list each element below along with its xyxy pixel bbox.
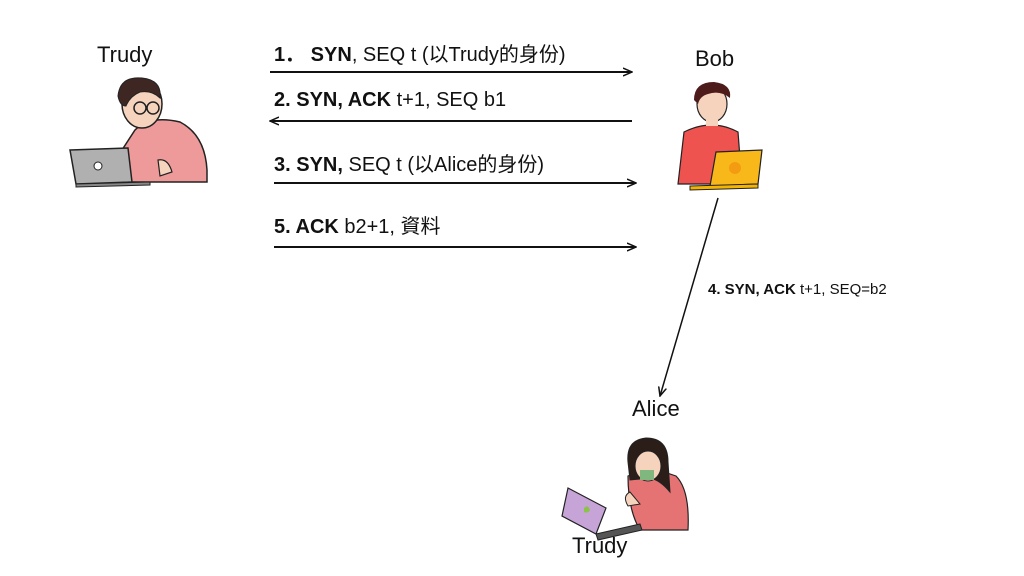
laptop-purple-icon xyxy=(561,487,643,541)
message-5: 5. ACK b2+1, 資料 xyxy=(274,210,441,239)
message-1: 1． SYN, SEQ t (以Trudy的身份) xyxy=(274,38,566,67)
message-4: 4. SYN, ACK t+1, SEQ=b2 xyxy=(708,281,887,298)
message-2-text: t+1, SEQ b1 xyxy=(391,89,507,111)
trudy-top-person xyxy=(117,77,208,183)
message-2: 2. SYN, ACK t+1, SEQ b1 xyxy=(274,89,506,112)
message-2-bold: 2. SYN, ACK xyxy=(274,89,392,111)
message-3: 3. SYN, SEQ t (以Alice的身份) xyxy=(274,148,544,177)
message-5-bold: 5. ACK xyxy=(274,216,339,238)
message-3-bold: 3. SYN, xyxy=(274,154,343,176)
message-1-bold: 1． SYN xyxy=(274,44,352,66)
arrow-4 xyxy=(660,197,719,396)
message-5-text: b2+1, 資料 xyxy=(338,216,441,238)
message-4-text: t+1, SEQ=b2 xyxy=(795,281,887,298)
actor-label-trudy-top: Trudy xyxy=(97,42,153,67)
alice-person xyxy=(624,437,689,531)
laptop-gray-icon xyxy=(69,147,151,188)
message-3-text: SEQ t (以Alice的身份) xyxy=(342,154,545,176)
laptop-yellow-icon xyxy=(689,149,763,191)
actor-label-bob: Bob xyxy=(695,46,735,71)
actor-label-alice: Alice xyxy=(632,396,680,421)
message-4-bold: 4. SYN, ACK xyxy=(708,281,796,298)
message-1-text: , SEQ t (以Trudy的身份) xyxy=(351,44,566,66)
